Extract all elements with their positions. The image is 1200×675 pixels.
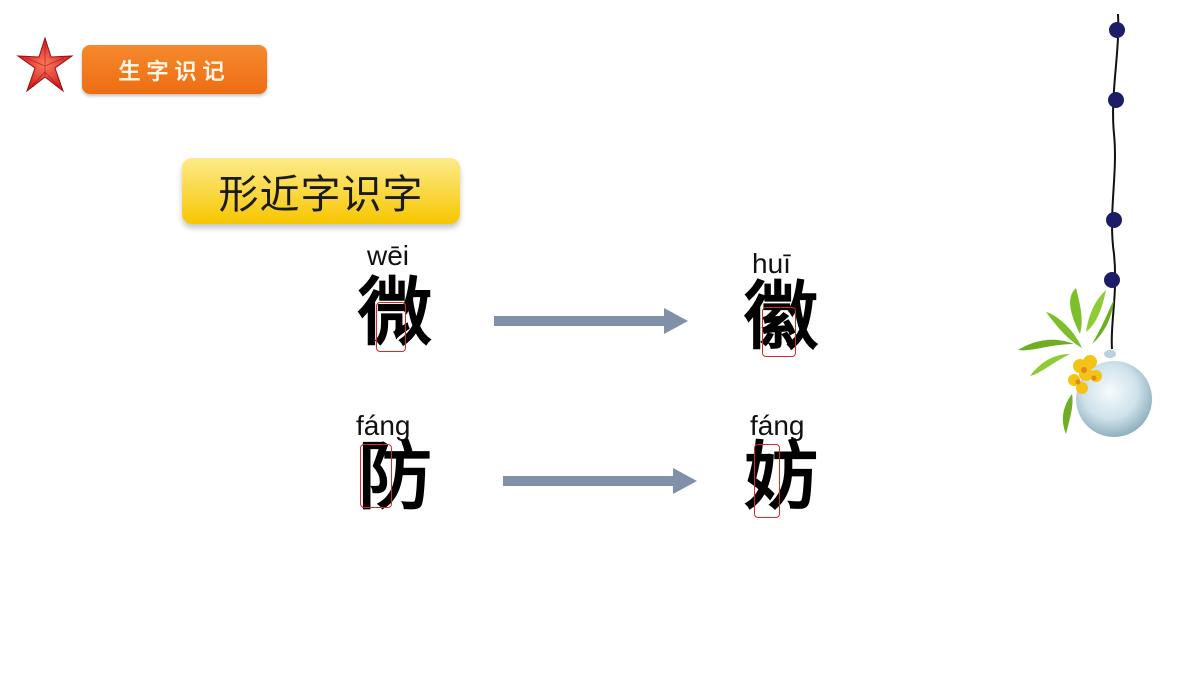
pinyin-wei: wēi (367, 240, 410, 271)
char-fang: 防 (358, 434, 432, 520)
char-wei: 微 (358, 270, 432, 356)
pinyin-hui: huī (752, 248, 791, 279)
arrow-icon (503, 468, 697, 494)
pinyin-fang-2: fáng (750, 410, 805, 441)
char-hui: 徽 (744, 274, 818, 360)
star-icon (16, 36, 74, 93)
section-title: 形近字识字 (182, 158, 460, 224)
highlight-box (376, 302, 406, 352)
highlight-box (754, 444, 780, 518)
arrow-icon (494, 308, 688, 334)
hanging-vase-decoration-icon (1018, 14, 1152, 437)
char-fang-2: 妨 (744, 434, 818, 520)
highlight-box (762, 307, 796, 357)
pinyin-fang: fáng (356, 410, 411, 441)
section-header-label: 生字识记 (82, 45, 267, 94)
highlight-box (360, 444, 392, 508)
